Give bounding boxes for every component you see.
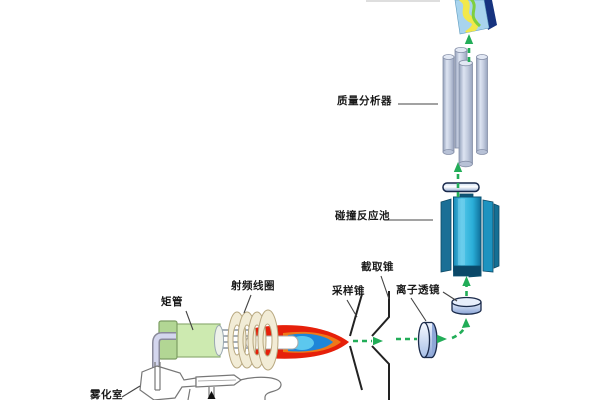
beam-curve	[451, 324, 468, 340]
cell-rod-left	[440, 198, 452, 273]
sample-introduction	[139, 332, 282, 400]
beam-arrowhead	[462, 276, 471, 286]
pointer-sampler-cone	[346, 299, 358, 318]
label-collision-cell: 碰撞反应池	[335, 210, 390, 222]
quad-rod-base	[458, 160, 473, 168]
quad-rod-cap	[458, 59, 473, 67]
ion-beam-path	[353, 336, 417, 346]
sampler-cone-lower	[349, 345, 363, 391]
beam-arrowhead	[461, 318, 471, 328]
cell-highlight	[458, 199, 465, 265]
pointer-skimmer-cone	[380, 275, 390, 300]
label-mass-analyzer: 质量分析器	[337, 95, 392, 107]
detector-wave-yellow	[458, 0, 479, 34]
quad-rod-base	[476, 149, 488, 155]
label-ion-lens: 离子透镜	[396, 284, 440, 296]
lens-face	[417, 321, 431, 359]
skimmer-cone-lower	[371, 345, 390, 400]
interstage-lens-plate	[442, 182, 480, 193]
lens-top	[451, 296, 482, 308]
cell-rod-far-right	[493, 203, 500, 269]
torch-open-end	[214, 325, 224, 356]
label-sampler-cone: 采样锥	[332, 285, 365, 297]
beam-arrowhead	[453, 162, 463, 172]
nebulizer-body	[195, 374, 243, 388]
pointer-torch	[185, 310, 194, 331]
pointer-ion-lens-2	[442, 291, 458, 302]
detector-side-edge	[483, 0, 497, 30]
sample-tubing	[239, 376, 282, 400]
pointer-rf-coil	[243, 294, 252, 314]
sample-flow-arrow	[207, 391, 216, 399]
cell-rod-center	[453, 196, 482, 272]
mass-analyzer-quadrupole	[442, 47, 488, 168]
label-spray-chamber: 雾化室	[90, 389, 123, 400]
coil-ring	[257, 309, 279, 371]
ion-lens-entry	[417, 321, 438, 359]
quad-rod-left	[442, 56, 455, 153]
quad-rod-cap	[454, 47, 468, 54]
label-torch: 矩管	[161, 296, 183, 308]
quad-rod-cap	[442, 54, 455, 60]
nebulizer-line	[197, 379, 237, 382]
quad-rod-base	[442, 149, 455, 155]
beam-arrowhead	[464, 34, 474, 44]
label-skimmer-cone: 截取锥	[361, 261, 394, 273]
ion-lens-exit	[451, 296, 482, 315]
cell-rod-right	[482, 199, 494, 273]
label-rf-coil: 射频线圈	[231, 280, 275, 292]
beam-arrowhead	[437, 334, 447, 344]
cell-rod-center-base	[453, 265, 482, 277]
pointer-ion-lens-1	[410, 297, 427, 322]
beam-arrowhead	[373, 336, 383, 346]
detector	[454, 0, 497, 35]
quad-rod-right	[476, 56, 488, 153]
skimmer-cone-upper	[371, 291, 390, 337]
interface-cones	[349, 291, 390, 400]
carrier-tube	[153, 333, 176, 383]
detector-wave-green	[468, 0, 482, 28]
quad-rod-cap	[476, 54, 488, 60]
torch-body	[175, 323, 221, 358]
pointer-lines	[121, 103, 458, 398]
quad-rod-front	[458, 62, 473, 165]
rf-coil	[227, 309, 279, 371]
leader-line	[187, 388, 191, 400]
spray-chamber-body	[139, 365, 197, 400]
pointer-spray-chamber	[121, 385, 141, 398]
collision-reaction-cell	[440, 193, 500, 278]
